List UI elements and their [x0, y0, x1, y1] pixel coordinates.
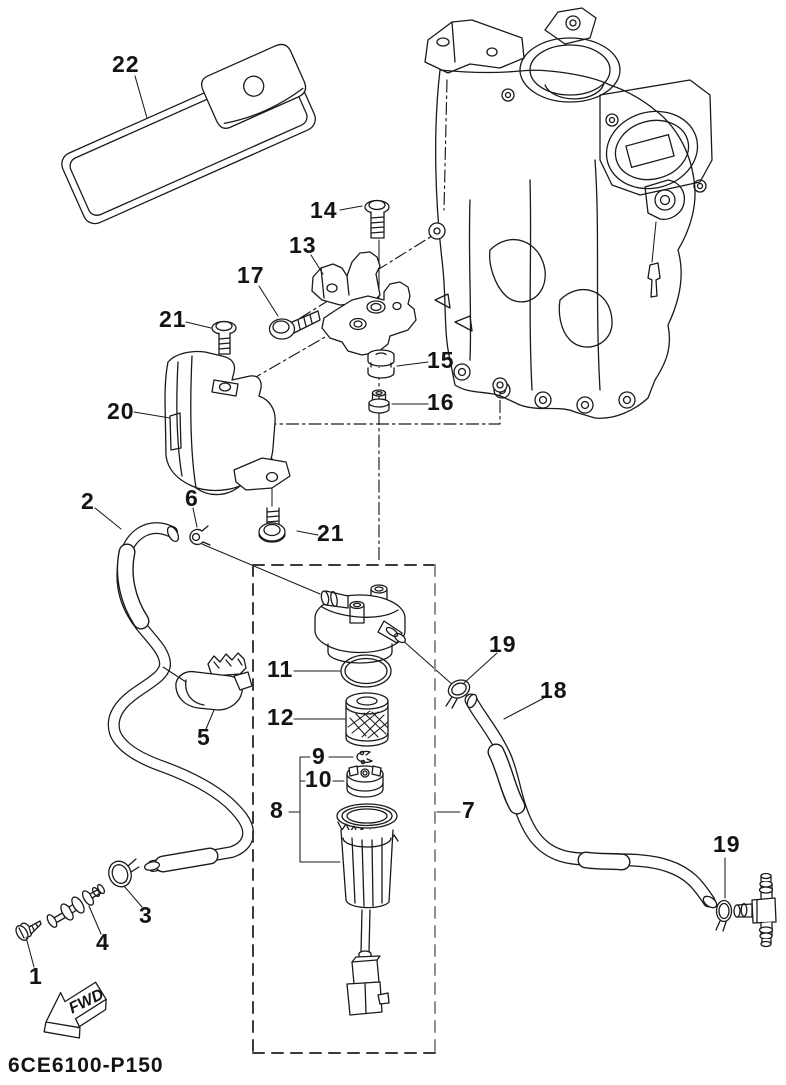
callout-19-top: 19 [489, 631, 517, 657]
lug-right [644, 179, 686, 220]
callout-18: 18 [540, 677, 568, 703]
callout-12: 12 [267, 704, 295, 730]
filter-element-12 [345, 692, 389, 747]
hose-2 [107, 522, 255, 873]
cover-22 [61, 43, 316, 225]
hose-18 [464, 693, 718, 909]
bolt-14 [364, 199, 390, 239]
callout-20: 20 [107, 398, 135, 424]
callout-21-lower: 21 [317, 520, 345, 546]
callout-1: 1 [29, 963, 43, 989]
collar-16 [368, 389, 390, 414]
bolt-17 [268, 310, 321, 340]
engine-assembly [424, 7, 713, 419]
callout-22: 22 [112, 51, 140, 77]
filter-head [314, 584, 406, 664]
callout-5: 5 [197, 724, 211, 750]
callout-13: 13 [289, 232, 317, 258]
holder-20 [164, 350, 291, 496]
callout-4: 4 [96, 929, 110, 955]
bolt-21-upper [211, 320, 237, 355]
mount-top [544, 7, 597, 45]
float-10 [346, 765, 384, 798]
clip-9 [356, 750, 373, 765]
callout-9: 9 [312, 743, 326, 769]
throttle-bore [519, 37, 621, 103]
callout-2: 2 [81, 488, 95, 514]
leader-lines [25, 75, 726, 968]
fwd-arrow: FWD [43, 981, 107, 1039]
grommet-15 [367, 349, 395, 379]
callout-8: 8 [270, 797, 284, 823]
callout-15: 15 [427, 347, 455, 373]
part-code: 6CE6100-P150 [8, 1054, 164, 1077]
callout-21-upper: 21 [159, 306, 187, 332]
clamp-19-bottom [715, 899, 733, 932]
callout-19-bottom: 19 [713, 831, 741, 857]
callout-16: 16 [427, 389, 455, 415]
callout-10: 10 [305, 766, 333, 792]
bolt-21-lower [258, 507, 286, 543]
fitting-4 [46, 883, 106, 928]
callout-14: 14 [310, 197, 338, 223]
callout-6: 6 [185, 485, 199, 511]
t-fitting [733, 872, 777, 948]
callout-7: 7 [462, 797, 476, 823]
callout-11: 11 [267, 656, 294, 682]
ecu-module [599, 79, 713, 196]
sensor-connector [346, 955, 390, 1016]
clip-6 [189, 525, 211, 546]
bracket-top-left [424, 19, 525, 74]
filter-cup-8 [336, 803, 399, 962]
callout-17: 17 [237, 262, 265, 288]
o-ring-11 [340, 654, 392, 688]
dashed-box [252, 564, 436, 1054]
bracket-13 [311, 251, 417, 356]
holder-5 [175, 652, 253, 711]
screw-1 [15, 920, 42, 941]
clamp-3 [108, 858, 140, 888]
callout-3: 3 [139, 902, 153, 928]
clamp-19-top [445, 679, 471, 709]
